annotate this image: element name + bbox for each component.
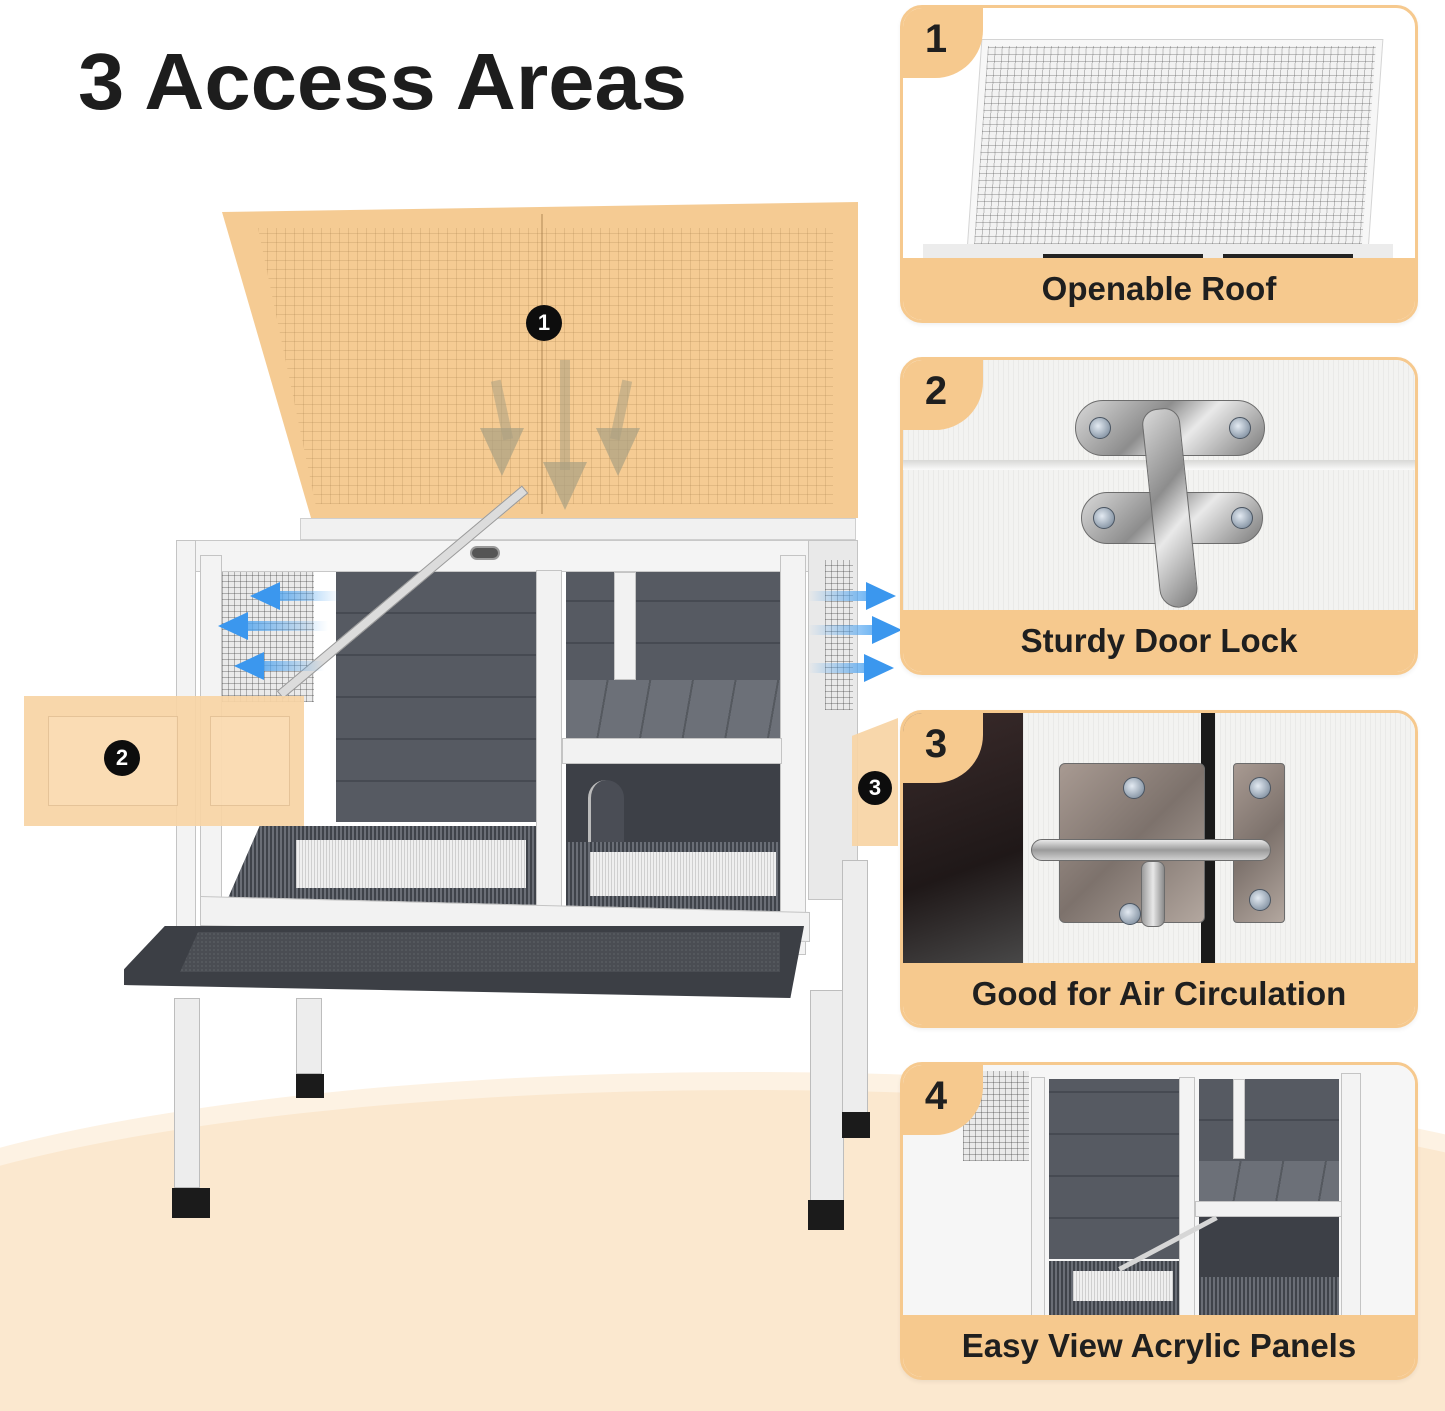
callout-badge-roof: 1 <box>526 305 562 341</box>
divider-door <box>588 780 624 850</box>
hutch-post-right <box>780 555 806 955</box>
acrylic-panel-photo <box>903 1065 1415 1321</box>
upper-post <box>614 572 636 680</box>
slide-bolt-photo <box>903 713 1415 969</box>
foot-cap <box>172 1188 210 1218</box>
feature-caption: Openable Roof <box>903 258 1415 320</box>
feature-caption: Sturdy Door Lock <box>903 610 1415 672</box>
hutch-front-rail <box>188 540 818 572</box>
foot-cap <box>808 1200 844 1230</box>
roof-overlay <box>222 202 858 518</box>
left-door-panel <box>210 716 290 806</box>
leg-back-left <box>296 998 322 1074</box>
shelf-rail <box>562 738 782 764</box>
feature-caption: Easy View Acrylic Panels <box>903 1315 1415 1377</box>
roof-divider <box>541 214 543 514</box>
feature-card-openable-roof: 1 Openable Roof <box>900 5 1418 323</box>
hutch-illustration: 1 2 3 <box>24 202 902 1230</box>
floor-tray-left <box>296 840 526 888</box>
foot-cap <box>842 1112 870 1138</box>
center-post <box>536 570 562 930</box>
hook-latch-photo <box>903 360 1415 616</box>
tray-surface <box>180 932 780 972</box>
foot-cap <box>296 1074 324 1098</box>
roof-mesh <box>258 228 833 504</box>
page-title: 3 Access Areas <box>78 37 688 126</box>
hutch-top-rail <box>300 518 856 540</box>
back-wall-left <box>336 572 536 822</box>
right-side-mesh <box>825 560 853 710</box>
back-wall-upper-right <box>566 572 780 684</box>
leg-front-left <box>174 998 200 1188</box>
leg-back-right <box>842 860 868 1120</box>
callout-badge-right-door: 3 <box>858 771 892 805</box>
feature-card-air-circulation: 3 Good for Air Circulation <box>900 710 1418 1028</box>
floor-tray-right <box>590 852 776 896</box>
leg-front-right <box>810 990 844 1204</box>
upper-shelf <box>566 680 780 738</box>
feature-card-door-lock: 2 Sturdy Door Lock <box>900 357 1418 675</box>
callout-badge-left-door: 2 <box>104 740 140 776</box>
feature-caption: Good for Air Circulation <box>903 963 1415 1025</box>
feature-card-acrylic-panels: 4 Easy View Acrylic Panels <box>900 1062 1418 1380</box>
latch-icon <box>470 546 500 560</box>
